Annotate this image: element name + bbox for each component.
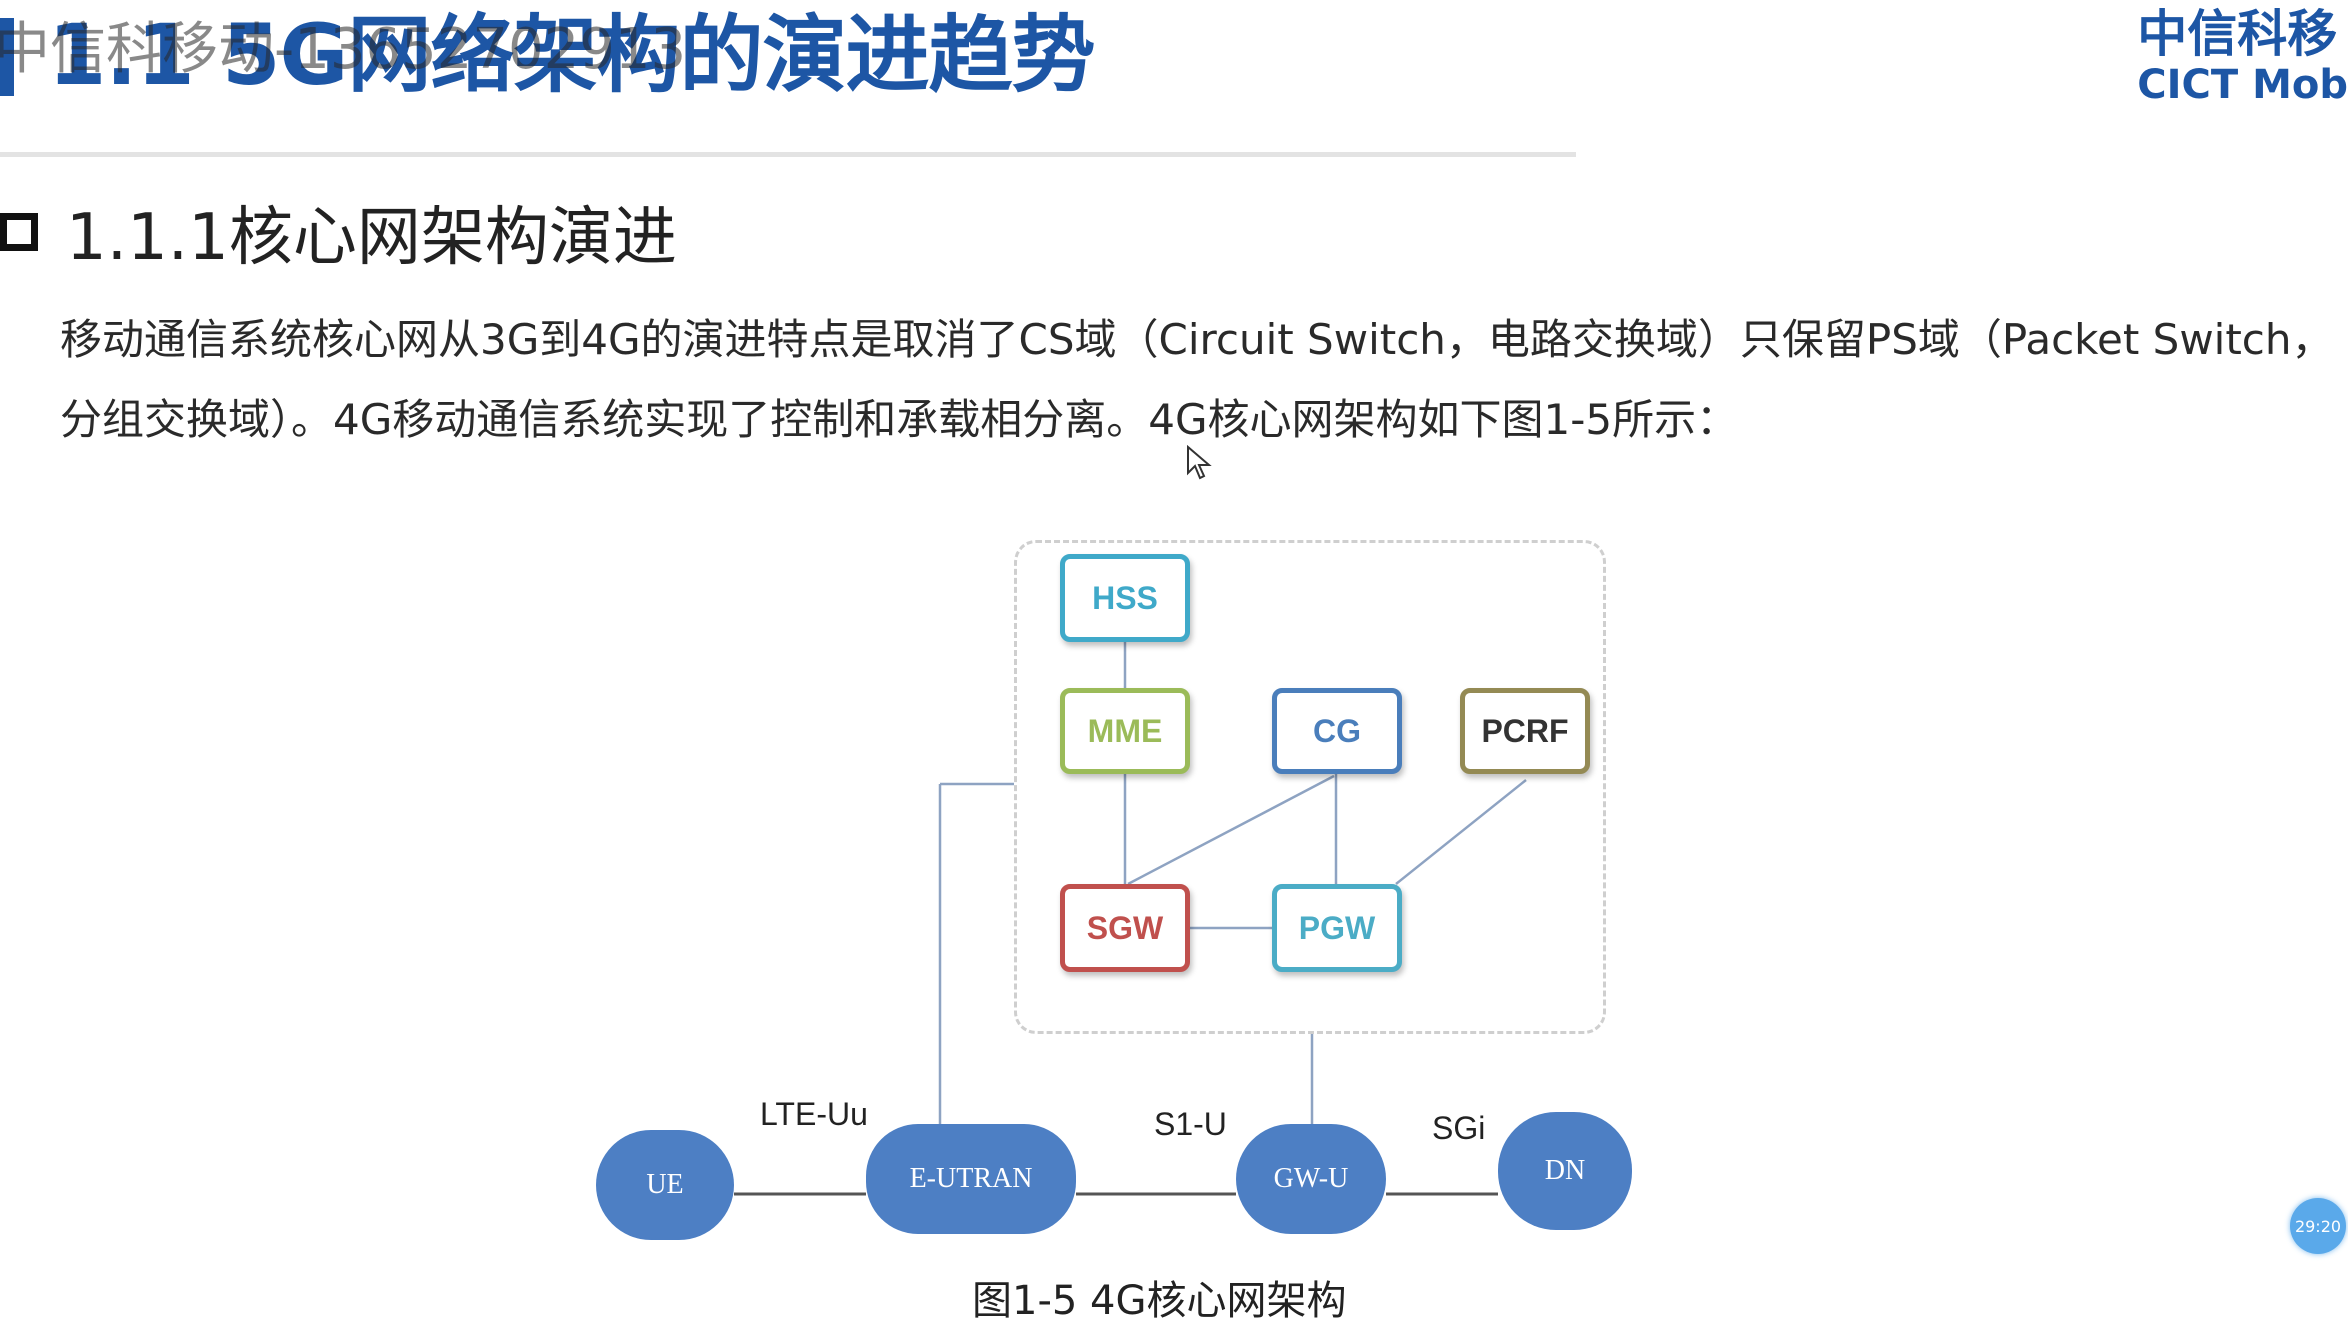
dn-node: DN <box>1498 1112 1632 1230</box>
title-accent-bar <box>0 18 14 96</box>
recording-timer-badge[interactable]: 29:20 <box>2290 1198 2346 1254</box>
section-heading-text: 1.1.1核心网架构演进 <box>66 201 677 275</box>
link-pcrf-pgw <box>1395 779 1527 885</box>
s1-u-label: S1-U <box>1154 1106 1227 1142</box>
company-logo: 中信科移 CICT Mob <box>2137 6 2348 108</box>
section-heading: 1.1.1核心网架构演进 <box>0 186 677 278</box>
logo-chinese-text: 中信科移 <box>2137 5 2338 63</box>
body-paragraph: 移动通信系统核心网从3G到4G的演进特点是取消了CS域（Circuit Swit… <box>60 315 2334 444</box>
pgw-node: PGW <box>1272 884 1402 972</box>
square-bullet-icon <box>0 213 38 251</box>
eutran-node: E-UTRAN <box>866 1124 1076 1234</box>
mouse-cursor-icon <box>1187 445 1212 480</box>
gwu-node: GW-U <box>1236 1124 1386 1234</box>
core-network-boundary <box>1014 540 1606 1034</box>
sgw-node: SGW <box>1060 884 1190 972</box>
ue-node: UE <box>596 1130 734 1240</box>
cg-node: CG <box>1272 688 1402 774</box>
lte-uu-label: LTE-Uu <box>760 1096 868 1132</box>
figure-caption: 图1-5 4G核心网架构 <box>972 1278 1347 1324</box>
hss-node: HSS <box>1060 554 1190 642</box>
watermark: 中信科移动-13652702913 <box>0 17 687 82</box>
slide-title: 1.1 5G网络架构的演进趋势 <box>48 6 1095 104</box>
sgi-label: SGi <box>1432 1110 1486 1146</box>
pcrf-node: PCRF <box>1460 688 1590 774</box>
logo-english-text: CICT Mob <box>2137 62 2348 108</box>
header-divider <box>0 152 1576 157</box>
link-sgw-cg <box>1127 774 1335 886</box>
mme-node: MME <box>1060 688 1190 774</box>
